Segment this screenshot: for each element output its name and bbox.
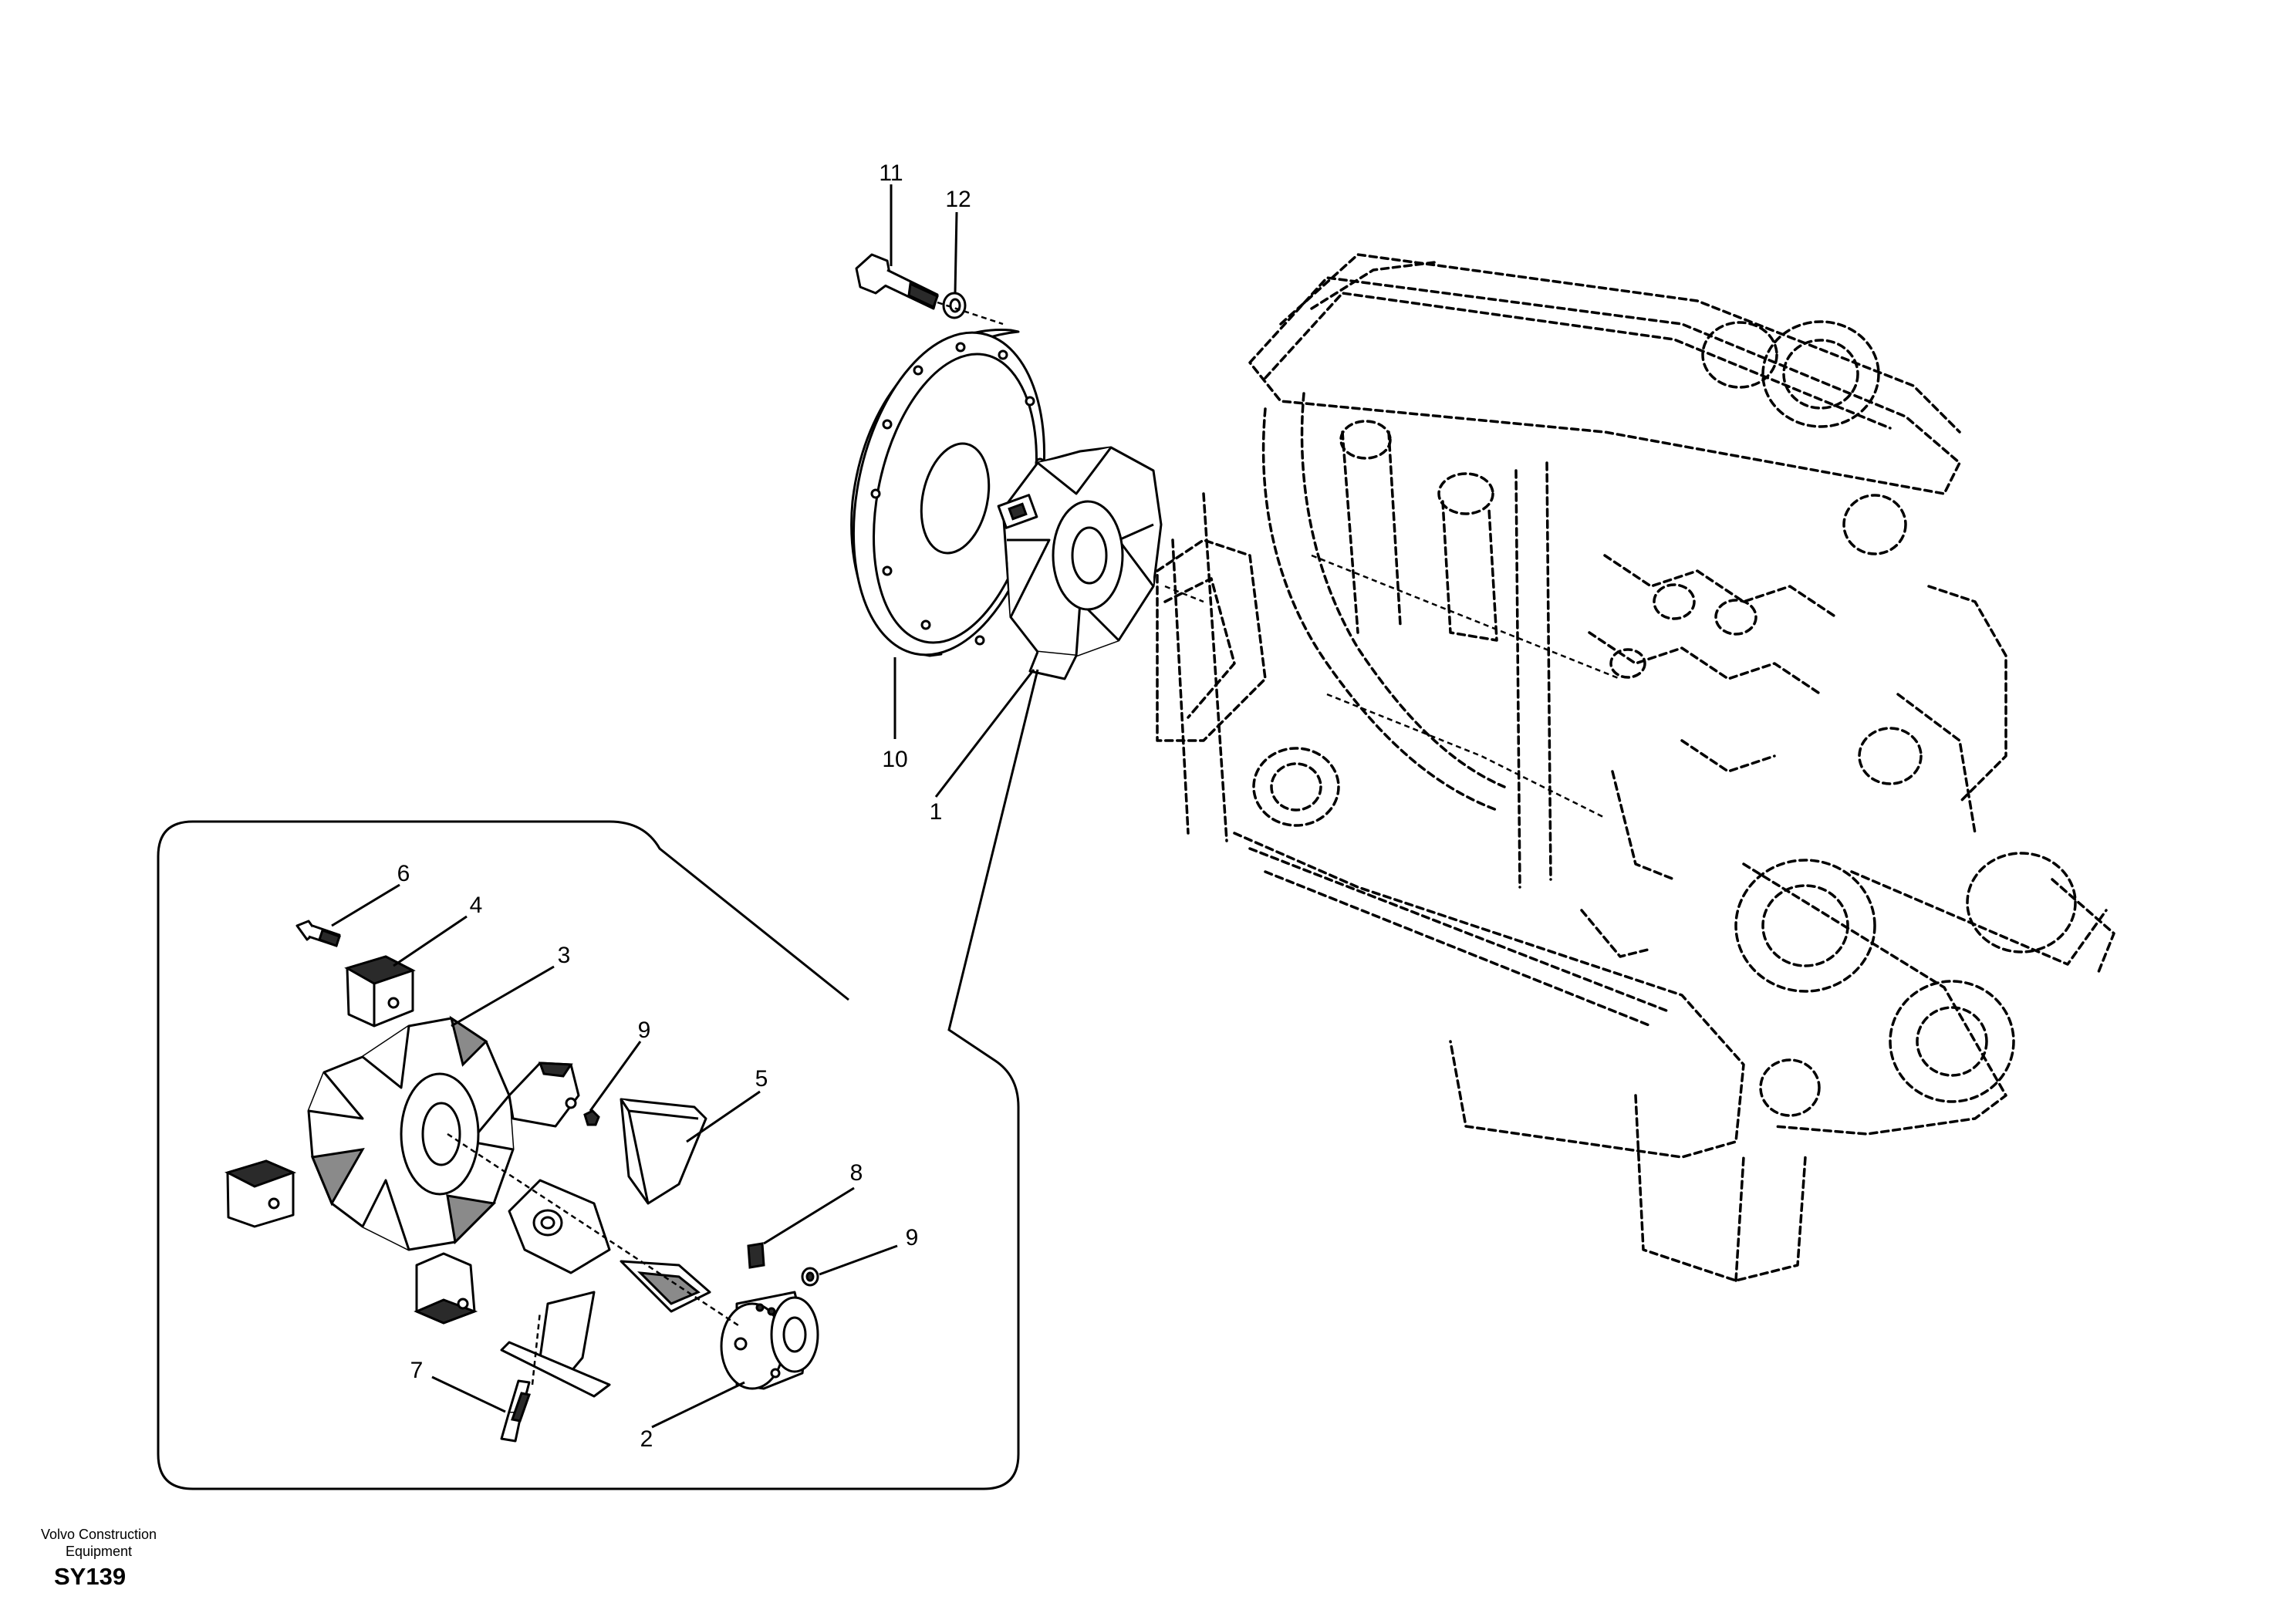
rubber-element-3 [307,1015,515,1251]
clamp-block-lower [414,1252,478,1325]
insert-lower [500,1291,611,1398]
callout-5: 5 [755,1066,768,1092]
nut-9-upper [583,1109,600,1126]
clamp-block-right [508,1061,580,1128]
callout-2: 2 [640,1426,653,1452]
wedge-center [508,1179,611,1274]
bolt-6 [295,920,341,947]
set-screw-8 [747,1242,765,1269]
callout-6: 6 [397,861,410,886]
clamp-block-4 [344,955,416,1028]
insert-5 [620,1098,707,1205]
callout-9-lower: 9 [906,1225,919,1250]
taper-segment [620,1260,711,1313]
callout-10: 10 [882,747,907,772]
brand-line-2: Equipment [65,1544,133,1559]
callout-11: 11 [879,160,903,186]
callout-3: 3 [558,943,571,968]
callout-12: 12 [945,187,971,212]
hub-2 [720,1291,819,1390]
brand-line-1: Volvo Construction [40,1527,157,1542]
callout-1: 1 [930,799,943,825]
callout-4: 4 [470,893,483,918]
bolt-11 [855,253,939,310]
clamp-block-left [225,1159,297,1228]
diagram-code: SY139 [54,1563,127,1590]
detail-view-frame [157,669,1039,1490]
callout-7: 7 [410,1358,424,1383]
callout-9-upper: 9 [638,1018,651,1043]
callout-8: 8 [850,1160,863,1186]
coupling-assembled [997,446,1163,680]
bolt-7 [500,1379,531,1443]
footer: Volvo Construction Equipment SY139 [22,1526,176,1594]
engine-outline [1156,253,2115,1282]
nut-9-lower [801,1267,819,1287]
washer-12 [942,292,967,319]
